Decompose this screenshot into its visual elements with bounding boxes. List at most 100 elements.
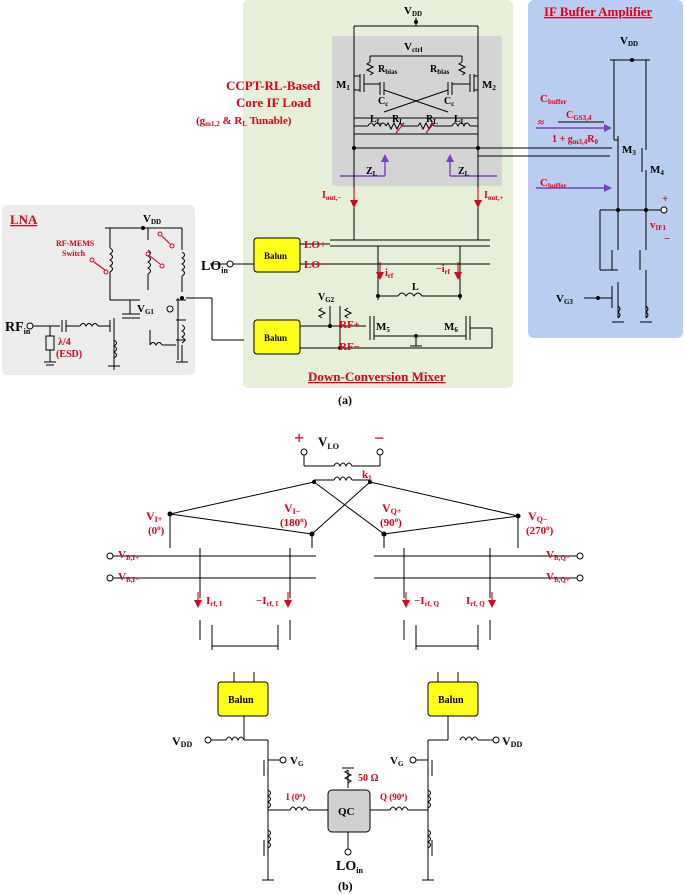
vg2-label: VG2 xyxy=(318,292,335,304)
rf-mems-label: RF-MEMS xyxy=(56,239,95,248)
vg-left-label: VG xyxy=(290,755,304,768)
lna-vdd-label: VDD xyxy=(143,213,161,226)
svg-text:Balun: Balun xyxy=(438,695,464,706)
vlo-label: VLO xyxy=(318,434,339,451)
m3-label: M3 xyxy=(622,144,636,157)
m-irf-q-label: −Irf, Q xyxy=(414,595,440,608)
ll-right-label: LL xyxy=(454,114,466,126)
irf-label: irf xyxy=(385,268,394,280)
svg-text:Balun: Balun xyxy=(264,251,287,261)
mixer-title: Down-Conversion Mixer xyxy=(308,369,446,384)
iout-minus-label: Iout,− xyxy=(322,190,341,202)
rbias-right-label: Rbias xyxy=(430,64,450,76)
rbias-left-label: Rbias xyxy=(378,64,398,76)
zl-right-label: ZL xyxy=(458,166,470,178)
rf-minus-label: RF− xyxy=(339,341,360,353)
svg-text:Balun: Balun xyxy=(264,333,287,343)
mixer-l-label: L xyxy=(412,282,419,293)
load-title-2: Core IF Load xyxy=(236,95,312,110)
if-buffer-title: IF Buffer Amplifier xyxy=(544,4,653,19)
lo-in-port xyxy=(226,260,234,268)
lo-in-label: LOin xyxy=(201,259,228,275)
cgs-label: CGS3,4 xyxy=(566,110,592,122)
approx-sign: ≈ xyxy=(538,117,544,129)
panel-b-schematic xyxy=(106,448,584,881)
lo-in-b-label: LOin xyxy=(336,859,363,875)
r50-label: 50 Ω xyxy=(358,773,379,784)
vif-plus: + xyxy=(662,193,668,205)
buffer-vdd-label: VDD xyxy=(620,35,638,48)
balun-rf: Balun xyxy=(253,319,301,355)
lna-title: LNA xyxy=(10,212,38,227)
rf-in-port xyxy=(26,322,34,330)
m-irf-i-label: −Irf, I xyxy=(256,595,279,608)
vi-plus-phase: (0o) xyxy=(148,524,165,537)
cc-right-label: Cc xyxy=(444,96,454,108)
zl-left-label: ZL xyxy=(366,166,378,178)
cc-left-label: Cc xyxy=(378,96,388,108)
vg3-label: VG3 xyxy=(556,293,573,306)
m1-label: M1 xyxy=(336,79,350,92)
k1-label: k1 xyxy=(362,469,372,482)
vq-plus-label: VQ+ xyxy=(382,501,402,516)
stub-label-1: λ/4 xyxy=(58,337,71,348)
vbq-minus-label: VB,Q− xyxy=(546,549,570,562)
vif-label: vIF1 xyxy=(650,219,667,232)
quadrature-coupler xyxy=(327,789,371,833)
vg1-label: VG1 xyxy=(137,303,154,316)
vg-right-label: VG xyxy=(390,755,404,768)
m4-label: M4 xyxy=(650,164,664,177)
vlo-minus: − xyxy=(374,428,384,448)
m5-label: M5 xyxy=(376,321,390,334)
qc-label: QC xyxy=(338,806,355,818)
lo-minus-label: LO− xyxy=(304,259,326,271)
load-title-3: (gm1,2 & RL Tunable) xyxy=(196,115,292,128)
load-region xyxy=(332,36,502,186)
load-title-1: CCPT-RL-Based xyxy=(226,78,321,93)
vi-plus-label: VI+ xyxy=(146,509,163,524)
vbi-plus-label: VB,I+ xyxy=(118,549,139,562)
caption-a: (a) xyxy=(338,393,352,407)
vi-minus-phase: (180o) xyxy=(280,516,308,529)
vq-plus-phase: (90o) xyxy=(380,516,402,529)
rl-right-label: RL xyxy=(426,114,438,126)
irf-q-label: Irf, Q xyxy=(466,595,485,608)
i-phase-label: I (0o) xyxy=(286,792,305,802)
irf-i-label: Irf, I xyxy=(206,595,222,608)
m6-label: M6 xyxy=(444,321,458,334)
rl-left-label: RL xyxy=(392,114,404,126)
rf-in-label: RFin xyxy=(5,320,31,336)
vdd-right-label: VDD xyxy=(502,734,522,749)
caption-b: (b) xyxy=(338,879,353,893)
vq-minus-label: VQ− xyxy=(528,509,548,524)
vi-minus-label: VI− xyxy=(284,501,301,516)
ll-left-label: LL xyxy=(370,114,382,126)
balun-i: Balun xyxy=(217,681,269,717)
lna-region xyxy=(2,205,195,375)
iout-plus-label: Iout,+ xyxy=(484,190,503,202)
svg-text:Balun: Balun xyxy=(228,695,254,706)
vlo-plus: + xyxy=(294,428,304,448)
vctrl-label: Vctrl xyxy=(404,41,422,54)
vdd-left-label: VDD xyxy=(172,734,192,749)
minus-irf-label: −irf xyxy=(436,264,451,276)
rf-plus-label: RF+ xyxy=(339,319,360,331)
cbuffer-label: Cbuffer xyxy=(540,93,567,106)
m2-label: M2 xyxy=(482,79,496,92)
if-buffer-region xyxy=(528,0,683,338)
lo-plus-label: LO+ xyxy=(304,239,326,251)
rf-mems-switch-label: Switch xyxy=(62,249,86,258)
balun-q: Balun xyxy=(427,681,479,717)
vq-minus-phase: (270o) xyxy=(526,524,554,537)
stub-label-2: (ESD) xyxy=(56,349,82,360)
balun-lo: Balun xyxy=(253,237,301,273)
mixer-vdd-label: VDD xyxy=(404,5,422,18)
q-phase-label: Q (90o) xyxy=(380,792,407,802)
vbi-minus-label: VB,I− xyxy=(118,571,139,584)
vbq-plus-label: VB,Q+ xyxy=(546,571,570,584)
lna-schematic xyxy=(30,228,244,370)
cbuffer2-label: Cbuffer xyxy=(540,177,567,190)
vif-minus: − xyxy=(664,233,670,245)
gm-denominator: 1 + gm3,4R0 xyxy=(552,134,599,146)
